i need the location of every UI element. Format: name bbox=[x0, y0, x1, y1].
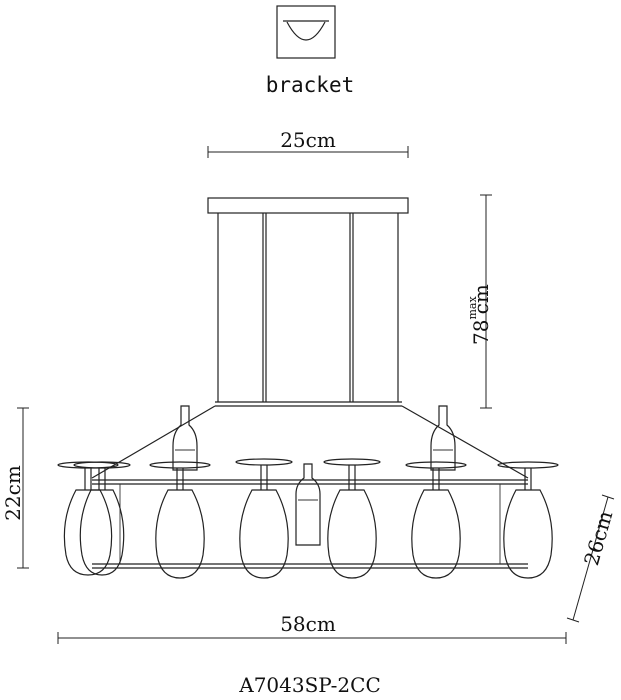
depth-dimension-line bbox=[566, 494, 615, 623]
height-max-dimension-line bbox=[480, 194, 492, 409]
glass-7 bbox=[497, 461, 559, 579]
glass-5 bbox=[323, 458, 381, 579]
height-max-sup: max bbox=[466, 296, 479, 320]
glass-4 bbox=[235, 458, 293, 579]
glass-3 bbox=[149, 461, 211, 579]
total-width-label: 58cm bbox=[280, 612, 336, 636]
glass-6 bbox=[405, 461, 467, 579]
glass-1 bbox=[57, 461, 119, 576]
top-width-dimension-line bbox=[207, 146, 409, 158]
body-height-label: 22cm bbox=[1, 465, 25, 521]
height-max-unit: cm bbox=[469, 284, 493, 314]
glass-2 bbox=[73, 461, 131, 576]
bottle-center bbox=[295, 463, 321, 546]
depth-label: 26cm bbox=[579, 508, 617, 568]
ceiling-canopy bbox=[207, 197, 409, 214]
top-width-label: 25cm bbox=[280, 128, 336, 152]
model-number: A7043SP-2CC bbox=[238, 673, 381, 697]
frame-body bbox=[92, 479, 528, 569]
suspension-rods bbox=[217, 213, 399, 402]
height-max-label: 78maxcm bbox=[466, 284, 493, 345]
bottle-left bbox=[172, 405, 198, 471]
bottle-right bbox=[430, 405, 456, 471]
height-max-value: 78 bbox=[469, 320, 493, 345]
total-width-dimension-line bbox=[57, 632, 567, 644]
bracket-label: bracket bbox=[266, 73, 355, 97]
frame-top bbox=[91, 401, 529, 479]
bracket-icon bbox=[276, 5, 336, 59]
svg-text:78maxcm: 78maxcm bbox=[466, 284, 493, 345]
body-height-dimension-line bbox=[17, 407, 29, 569]
